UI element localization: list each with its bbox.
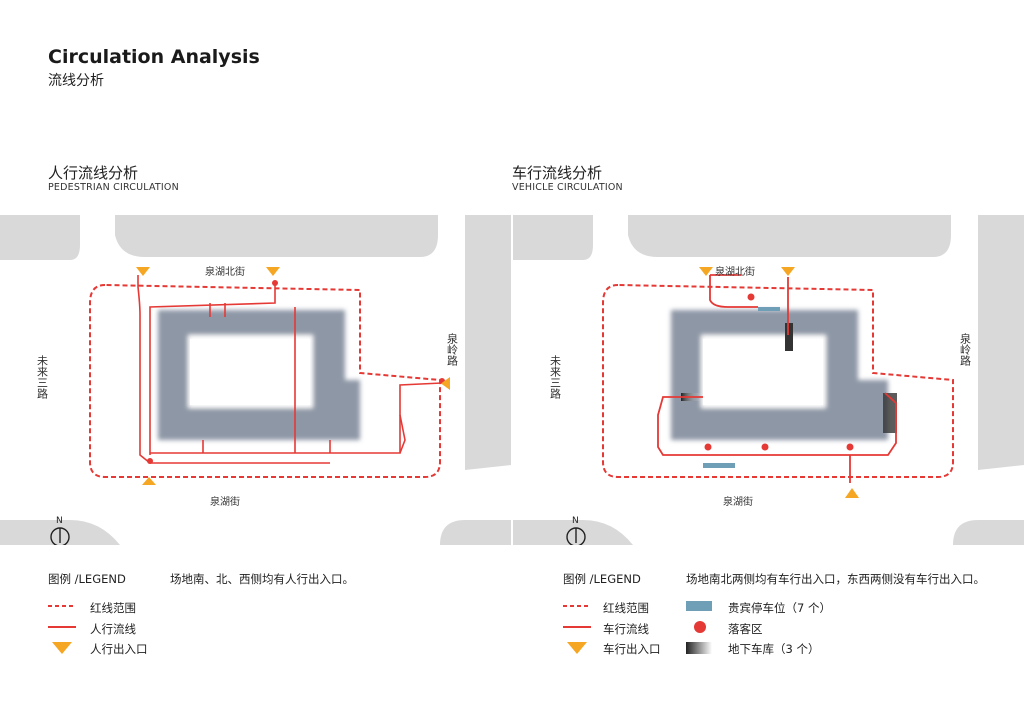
- legend-vehicle-flow-symbol: [563, 626, 591, 628]
- legend-vip-parking-symbol: [686, 601, 712, 611]
- road-label-south: 泉湖街: [723, 495, 753, 508]
- vehicle-flow-lines: [657, 274, 897, 483]
- legend-vehicle-entrance-label: 车行出入口: [603, 642, 661, 656]
- legend-vehicle-entrance-symbol: [567, 642, 587, 654]
- pedestrian-title-cn: 人行流线分析: [48, 164, 139, 182]
- legend-redline-label: 红线范围: [603, 601, 649, 615]
- legend-dropoff-symbol: [694, 621, 706, 633]
- pedestrian-entrance-markers: [136, 267, 450, 485]
- legend-redline-label: 红线范围: [90, 601, 136, 615]
- road-label-north: 泉湖北街: [715, 265, 755, 278]
- pedestrian-flow-lines: [137, 275, 443, 464]
- courtyard: [190, 339, 310, 405]
- legend-redline-symbol: [563, 605, 591, 607]
- dropoff-points: [704, 293, 854, 451]
- page-title: Circulation Analysis: [48, 46, 260, 68]
- legend-vehicle-flow-label: 车行流线: [603, 622, 649, 636]
- legend-flow-label: 人行流线: [90, 622, 136, 636]
- legend-redline-symbol: [48, 605, 76, 607]
- vehicle-title-cn: 车行流线分析: [512, 164, 603, 182]
- legend-entrance-symbol: [52, 642, 72, 654]
- vip-parking: [703, 463, 735, 468]
- road-label-east: 泉岭路: [446, 332, 459, 367]
- page-subtitle: 流线分析: [48, 73, 104, 89]
- legend-garage-label: 地下车库（3 个）: [728, 642, 820, 656]
- pedestrian-note: 场地南、北、西侧均有人行出入口。: [170, 572, 354, 586]
- north-compass: N: [50, 516, 70, 545]
- garage-ramp: [883, 393, 897, 433]
- legend-flow-symbol: [48, 626, 76, 628]
- vehicle-legend-heading: 图例 /LEGEND: [563, 572, 641, 586]
- legend-vip-parking-label: 贵宾停车位（7 个）: [728, 601, 831, 615]
- vehicle-site-plan: 泉湖北街 泉湖街 未来三路 泉岭路 N: [513, 215, 1024, 545]
- road-label-west: 未来三路: [36, 355, 49, 400]
- compass-label: N: [572, 516, 579, 526]
- legend-dropoff-label: 落客区: [728, 622, 763, 636]
- vehicle-title-en: VEHICLE CIRCULATION: [512, 182, 623, 193]
- road-label-east: 泉岭路: [959, 332, 972, 367]
- vip-parking: [758, 307, 780, 311]
- compass-label: N: [56, 516, 63, 526]
- road-label-south: 泉湖街: [210, 495, 240, 508]
- pedestrian-legend-heading: 图例 /LEGEND: [48, 572, 126, 586]
- vehicle-entrance-markers: [699, 267, 859, 498]
- vehicle-note: 场地南北两侧均有车行出入口，东西两侧没有车行出入口。: [686, 572, 985, 586]
- site-redline: [89, 283, 441, 478]
- legend-garage-symbol: [686, 642, 712, 654]
- road-label-west: 未来三路: [549, 355, 562, 400]
- legend-entrance-label: 人行出入口: [90, 642, 148, 656]
- garage-ramp: [785, 323, 793, 351]
- road-label-north: 泉湖北街: [205, 265, 245, 278]
- pedestrian-site-plan: 泉湖北街 泉湖街 未来三路 泉岭路 N: [0, 215, 511, 545]
- pedestrian-title-en: PEDESTRIAN CIRCULATION: [48, 182, 179, 193]
- north-compass: N: [566, 516, 586, 545]
